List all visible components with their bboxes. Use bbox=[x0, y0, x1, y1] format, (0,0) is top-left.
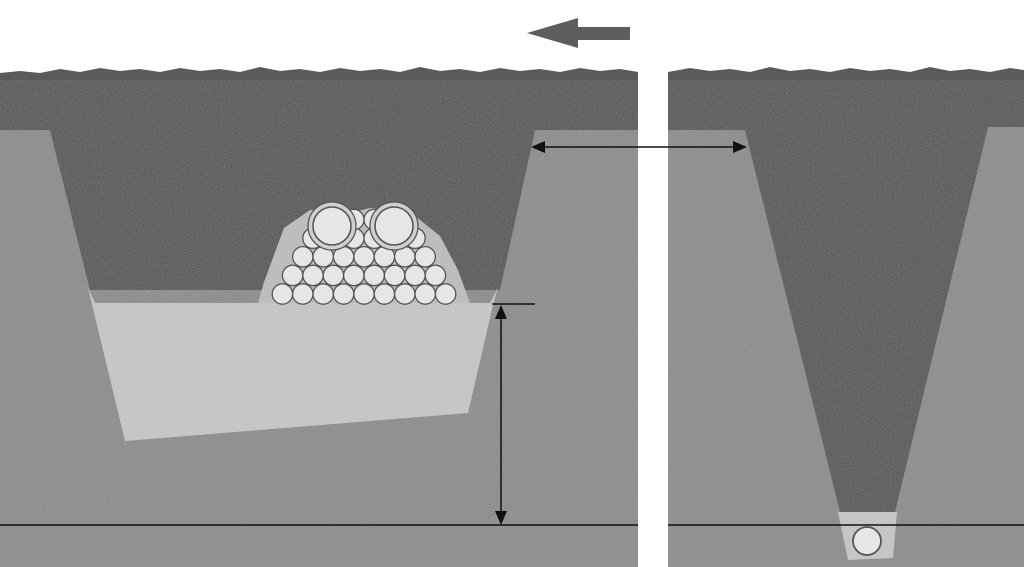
small-pipe bbox=[291, 283, 314, 305]
small-pipe bbox=[281, 264, 304, 287]
arrowhead-down bbox=[495, 511, 507, 525]
left-panel bbox=[0, 67, 638, 567]
arrowhead-up bbox=[495, 305, 507, 319]
single-pipe bbox=[852, 526, 882, 556]
small-pipe bbox=[383, 264, 406, 287]
small-pipe bbox=[393, 283, 416, 305]
bedding-sand-block bbox=[88, 288, 498, 441]
grass-edge bbox=[0, 67, 638, 80]
small-pipe bbox=[373, 283, 396, 305]
small-pipe bbox=[414, 283, 437, 305]
small-pipe bbox=[312, 283, 335, 305]
small-pipe bbox=[404, 264, 426, 287]
right-panel bbox=[668, 67, 1024, 567]
small-pipe bbox=[342, 264, 365, 287]
large-pipe bbox=[312, 206, 352, 246]
left-arrow-icon bbox=[527, 18, 630, 48]
small-pipe bbox=[353, 245, 375, 268]
small-pipe bbox=[302, 264, 324, 287]
arrowhead-right bbox=[733, 141, 747, 153]
arrowhead-left bbox=[531, 141, 545, 153]
small-pipe bbox=[332, 283, 355, 305]
small-pipe bbox=[322, 264, 345, 287]
narrow-trench-backfill bbox=[668, 80, 1024, 512]
small-pipe bbox=[291, 245, 314, 268]
wide-trench-backfill bbox=[0, 80, 638, 290]
small-pipe bbox=[271, 283, 294, 305]
small-pipe bbox=[424, 264, 447, 287]
small-pipe bbox=[434, 283, 457, 305]
large-pipe bbox=[852, 526, 882, 556]
small-pipe bbox=[414, 245, 437, 268]
small-pipe bbox=[353, 283, 375, 305]
small-pipe bbox=[363, 264, 386, 287]
pipe-bundle bbox=[271, 201, 457, 305]
panel-gap bbox=[638, 0, 668, 567]
dimension-markers bbox=[0, 141, 1024, 526]
large-pipe bbox=[374, 206, 414, 246]
grass-edge bbox=[668, 67, 1024, 80]
